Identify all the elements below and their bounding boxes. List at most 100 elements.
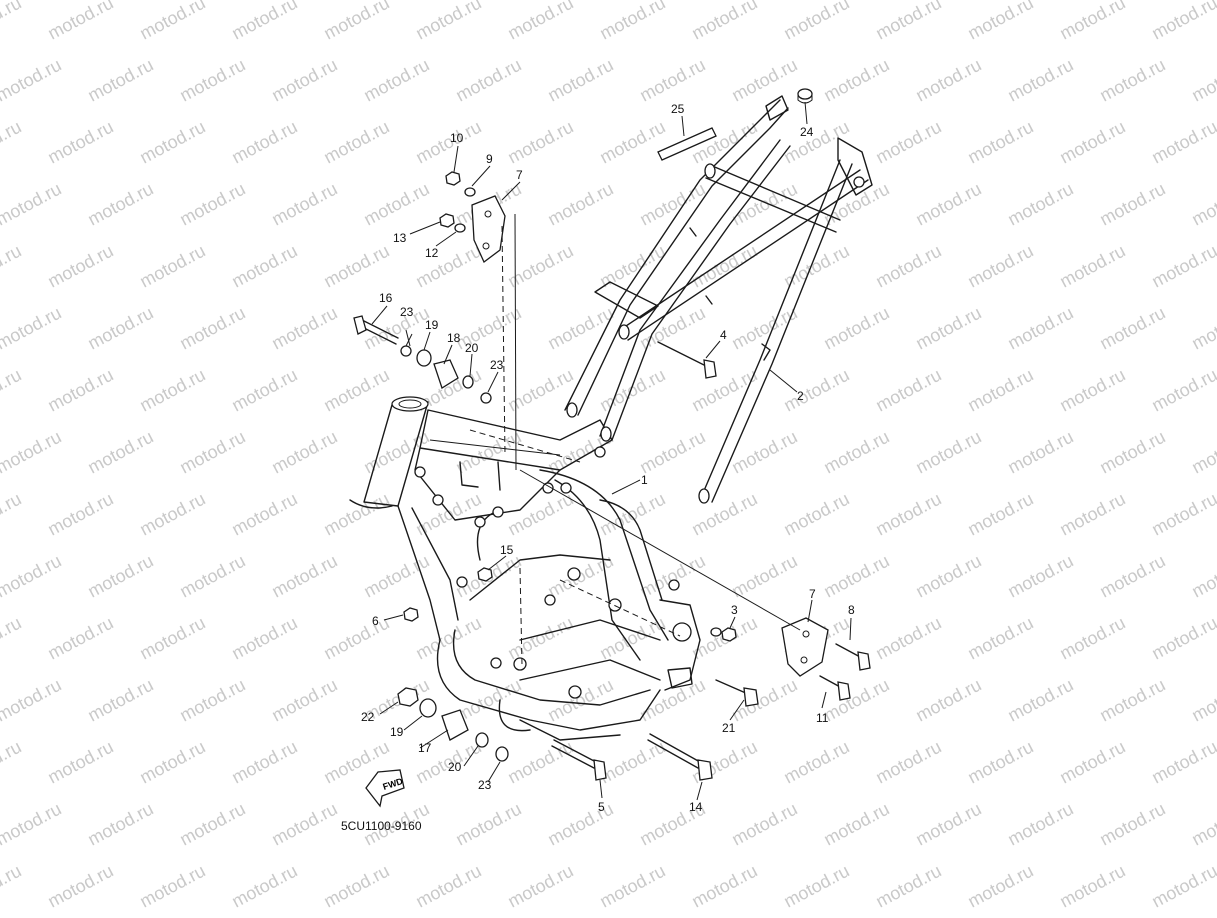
watermark-text: motod.ru (1148, 117, 1217, 168)
watermark-text: motod.ru (780, 117, 852, 168)
watermark-text: motod.ru (0, 489, 25, 540)
watermark-text: motod.ru (320, 613, 392, 664)
watermark-text: motod.ru (820, 55, 892, 106)
watermark-text: motod.ru (1148, 0, 1217, 44)
watermark-text: motod.ru (84, 427, 156, 478)
watermark-text: motod.ru (176, 179, 248, 230)
watermark-text: motod.ru (320, 365, 392, 416)
watermark-text: motod.ru (820, 799, 892, 850)
watermark-text: motod.ru (780, 489, 852, 540)
watermark-text: motod.ru (596, 489, 668, 540)
watermark-text: motod.ru (820, 427, 892, 478)
watermark-text: motod.ru (1004, 55, 1076, 106)
callout-1: 1 (641, 473, 648, 487)
watermark-text: motod.ru (176, 675, 248, 726)
watermark-text: motod.ru (176, 427, 248, 478)
watermark-text: motod.ru (84, 675, 156, 726)
watermark-text: motod.ru (136, 737, 208, 788)
callout-25: 25 (671, 102, 685, 116)
watermark-text: motod.ru (84, 551, 156, 602)
watermark-text: motod.ru (504, 0, 576, 44)
watermark-text: motod.ru (1148, 861, 1217, 912)
watermark-text: motod.ru (1056, 861, 1128, 912)
watermark-text: motod.ru (136, 0, 208, 44)
watermark-text: motod.ru (544, 55, 616, 106)
watermark-text: motod.ru (1188, 427, 1217, 478)
watermark-text: motod.ru (912, 427, 984, 478)
watermark-text: motod.ru (872, 365, 944, 416)
watermark-text: motod.ru (1004, 179, 1076, 230)
watermark-text: motod.ru (320, 0, 392, 44)
watermark-text: motod.ru (412, 489, 484, 540)
watermark-text: motod.ru (176, 303, 248, 354)
callout-8: 8 (848, 603, 855, 617)
watermark-text: motod.ru (0, 179, 65, 230)
watermark-text: motod.ru (268, 55, 340, 106)
watermark-text: motod.ru (544, 675, 616, 726)
grommet-24 (797, 88, 813, 104)
watermark-text: motod.ru (136, 613, 208, 664)
callout-6: 6 (372, 614, 379, 628)
callout-12: 12 (425, 246, 439, 260)
watermark-text: motod.ru (820, 303, 892, 354)
watermark-text: motod.ru (504, 861, 576, 912)
watermark-text: motod.ru (360, 179, 432, 230)
watermark-text: motod.ru (1004, 303, 1076, 354)
watermark-text: motod.ru (0, 613, 25, 664)
watermark-text: motod.ru (136, 365, 208, 416)
watermark-text: motod.ru (44, 737, 116, 788)
bracket-lower (781, 617, 829, 677)
watermark-text: motod.ru (912, 799, 984, 850)
watermark-text: motod.ru (964, 0, 1036, 44)
watermark-text: motod.ru (872, 737, 944, 788)
watermark-text: motod.ru (0, 117, 25, 168)
watermark-text: motod.ru (964, 489, 1036, 540)
assembly-lines (429, 213, 801, 666)
watermark-text: motod.ru (44, 241, 116, 292)
watermark-text: motod.ru (1056, 117, 1128, 168)
watermark-text: motod.ru (780, 0, 852, 44)
watermark-text: motod.ru (1188, 551, 1217, 602)
watermark-text: motod.ru (1056, 0, 1128, 44)
watermark-text: motod.ru (872, 489, 944, 540)
watermark-text: motod.ru (1096, 427, 1168, 478)
watermark-text: motod.ru (504, 737, 576, 788)
watermark-text: motod.ru (636, 55, 708, 106)
watermark-text: motod.ru (912, 675, 984, 726)
watermark-text: motod.ru (1096, 303, 1168, 354)
rear-subframe (564, 95, 873, 504)
watermark-text: motod.ru (136, 117, 208, 168)
callout-13: 13 (393, 231, 407, 245)
watermark-text: motod.ru (912, 303, 984, 354)
watermark-text: motod.ru (688, 0, 760, 44)
watermark-text: motod.ru (1096, 675, 1168, 726)
watermark-text: motod.ru (136, 489, 208, 540)
watermark-text: motod.ru (412, 241, 484, 292)
watermark-text: motod.ru (1096, 551, 1168, 602)
watermark-text: motod.ru (84, 303, 156, 354)
watermark-text: motod.ru (412, 861, 484, 912)
watermark-text: motod.ru (0, 0, 25, 44)
callout-16: 16 (379, 291, 393, 305)
watermark-text: motod.ru (728, 799, 800, 850)
watermark-text: motod.ru (44, 117, 116, 168)
watermark-text: motod.ru (44, 365, 116, 416)
watermark-text: motod.ru (728, 179, 800, 230)
watermark-text: motod.ru (1148, 365, 1217, 416)
watermark-text: motod.ru (728, 551, 800, 602)
callout-5: 5 (598, 800, 605, 814)
watermark-text: motod.ru (1148, 489, 1217, 540)
watermark-text: motod.ru (84, 55, 156, 106)
watermark-text: motod.ru (1148, 737, 1217, 788)
watermark-text: motod.ru (84, 799, 156, 850)
watermark-text: motod.ru (544, 799, 616, 850)
callout-21: 21 (722, 721, 736, 735)
callout-22: 22 (361, 710, 375, 724)
callout-9: 9 (486, 152, 493, 166)
watermark-text: motod.ru (228, 613, 300, 664)
watermark-text: motod.ru (780, 365, 852, 416)
watermark-text: motod.ru (596, 613, 668, 664)
watermark-text: motod.ru (1188, 55, 1217, 106)
watermark-text: motod.ru (268, 675, 340, 726)
